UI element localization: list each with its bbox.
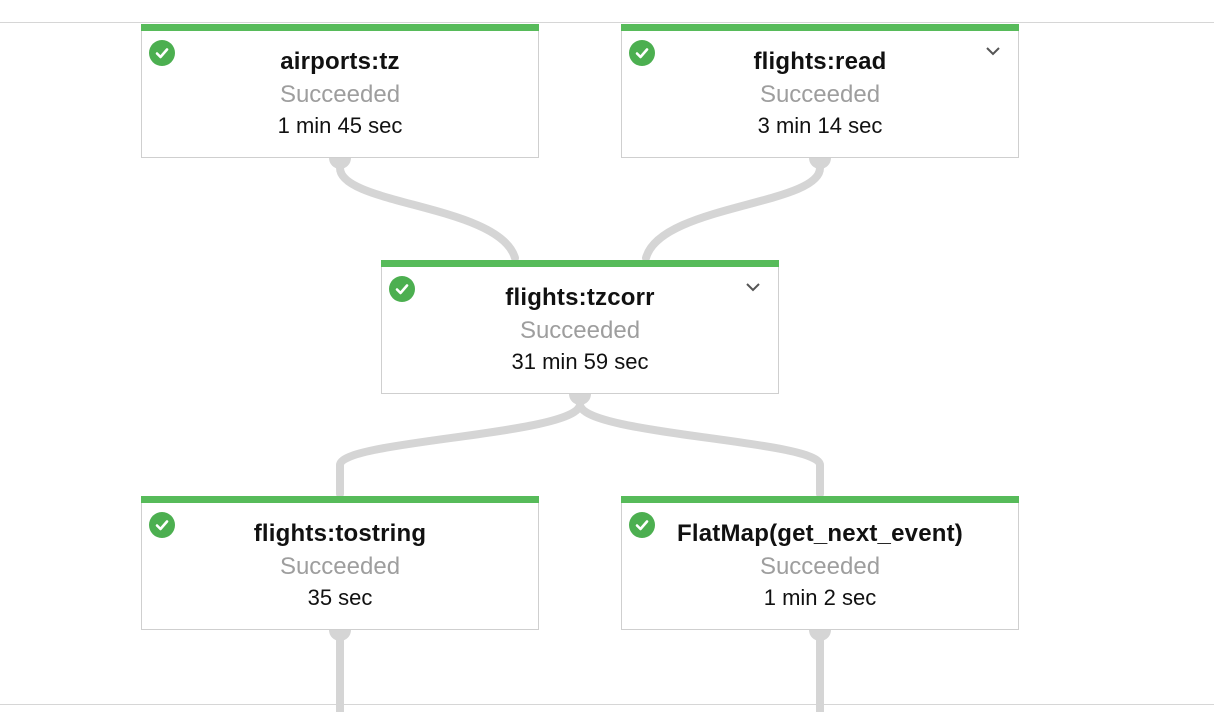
chevron-down-icon[interactable] [744, 280, 762, 294]
step-node-flights-tostring[interactable]: flights:tostring Succeeded 35 sec [141, 496, 539, 630]
step-title: flights:read [753, 48, 887, 75]
step-node-flights-read[interactable]: flights:read Succeeded 3 min 14 sec [621, 24, 1019, 158]
step-status: Succeeded [279, 81, 401, 108]
step-node-flights-tzcorr[interactable]: flights:tzcorr Succeeded 31 min 59 sec [381, 260, 779, 394]
step-title: flights:tostring [253, 520, 427, 547]
step-status: Succeeded [759, 81, 881, 108]
edge-flights-tzcorr-to-flatmap [576, 390, 824, 498]
step-duration: 35 sec [307, 585, 373, 610]
step-title: FlatMap(get_next_event) [677, 520, 963, 547]
step-title: airports:tz [280, 48, 400, 75]
step-node-flatmap-get-next-event[interactable]: FlatMap(get_next_event) Succeeded 1 min … [621, 496, 1019, 630]
check-circle-icon [389, 276, 415, 302]
step-duration: 31 min 59 sec [511, 349, 649, 374]
step-duration: 1 min 45 sec [277, 113, 403, 138]
check-circle-icon [629, 512, 655, 538]
step-node-airports-tz[interactable]: airports:tz Succeeded 1 min 45 sec [141, 24, 539, 158]
chevron-down-icon[interactable] [984, 44, 1002, 58]
check-circle-icon [149, 40, 175, 66]
edge-flights-tzcorr-to-flights-tostring [336, 390, 584, 498]
check-circle-icon [149, 512, 175, 538]
graph-bottom-border [0, 704, 1214, 705]
edge-flights-read-to-flights-tzcorr [642, 154, 824, 262]
step-duration: 3 min 14 sec [757, 113, 883, 138]
step-duration: 1 min 2 sec [763, 585, 877, 610]
step-status: Succeeded [279, 553, 401, 580]
step-status: Succeeded [519, 317, 641, 344]
step-status: Succeeded [759, 553, 881, 580]
edge-airports-tz-to-flights-tzcorr [336, 154, 519, 262]
graph-top-border [0, 22, 1214, 23]
check-circle-icon [629, 40, 655, 66]
step-title: flights:tzcorr [505, 284, 655, 311]
